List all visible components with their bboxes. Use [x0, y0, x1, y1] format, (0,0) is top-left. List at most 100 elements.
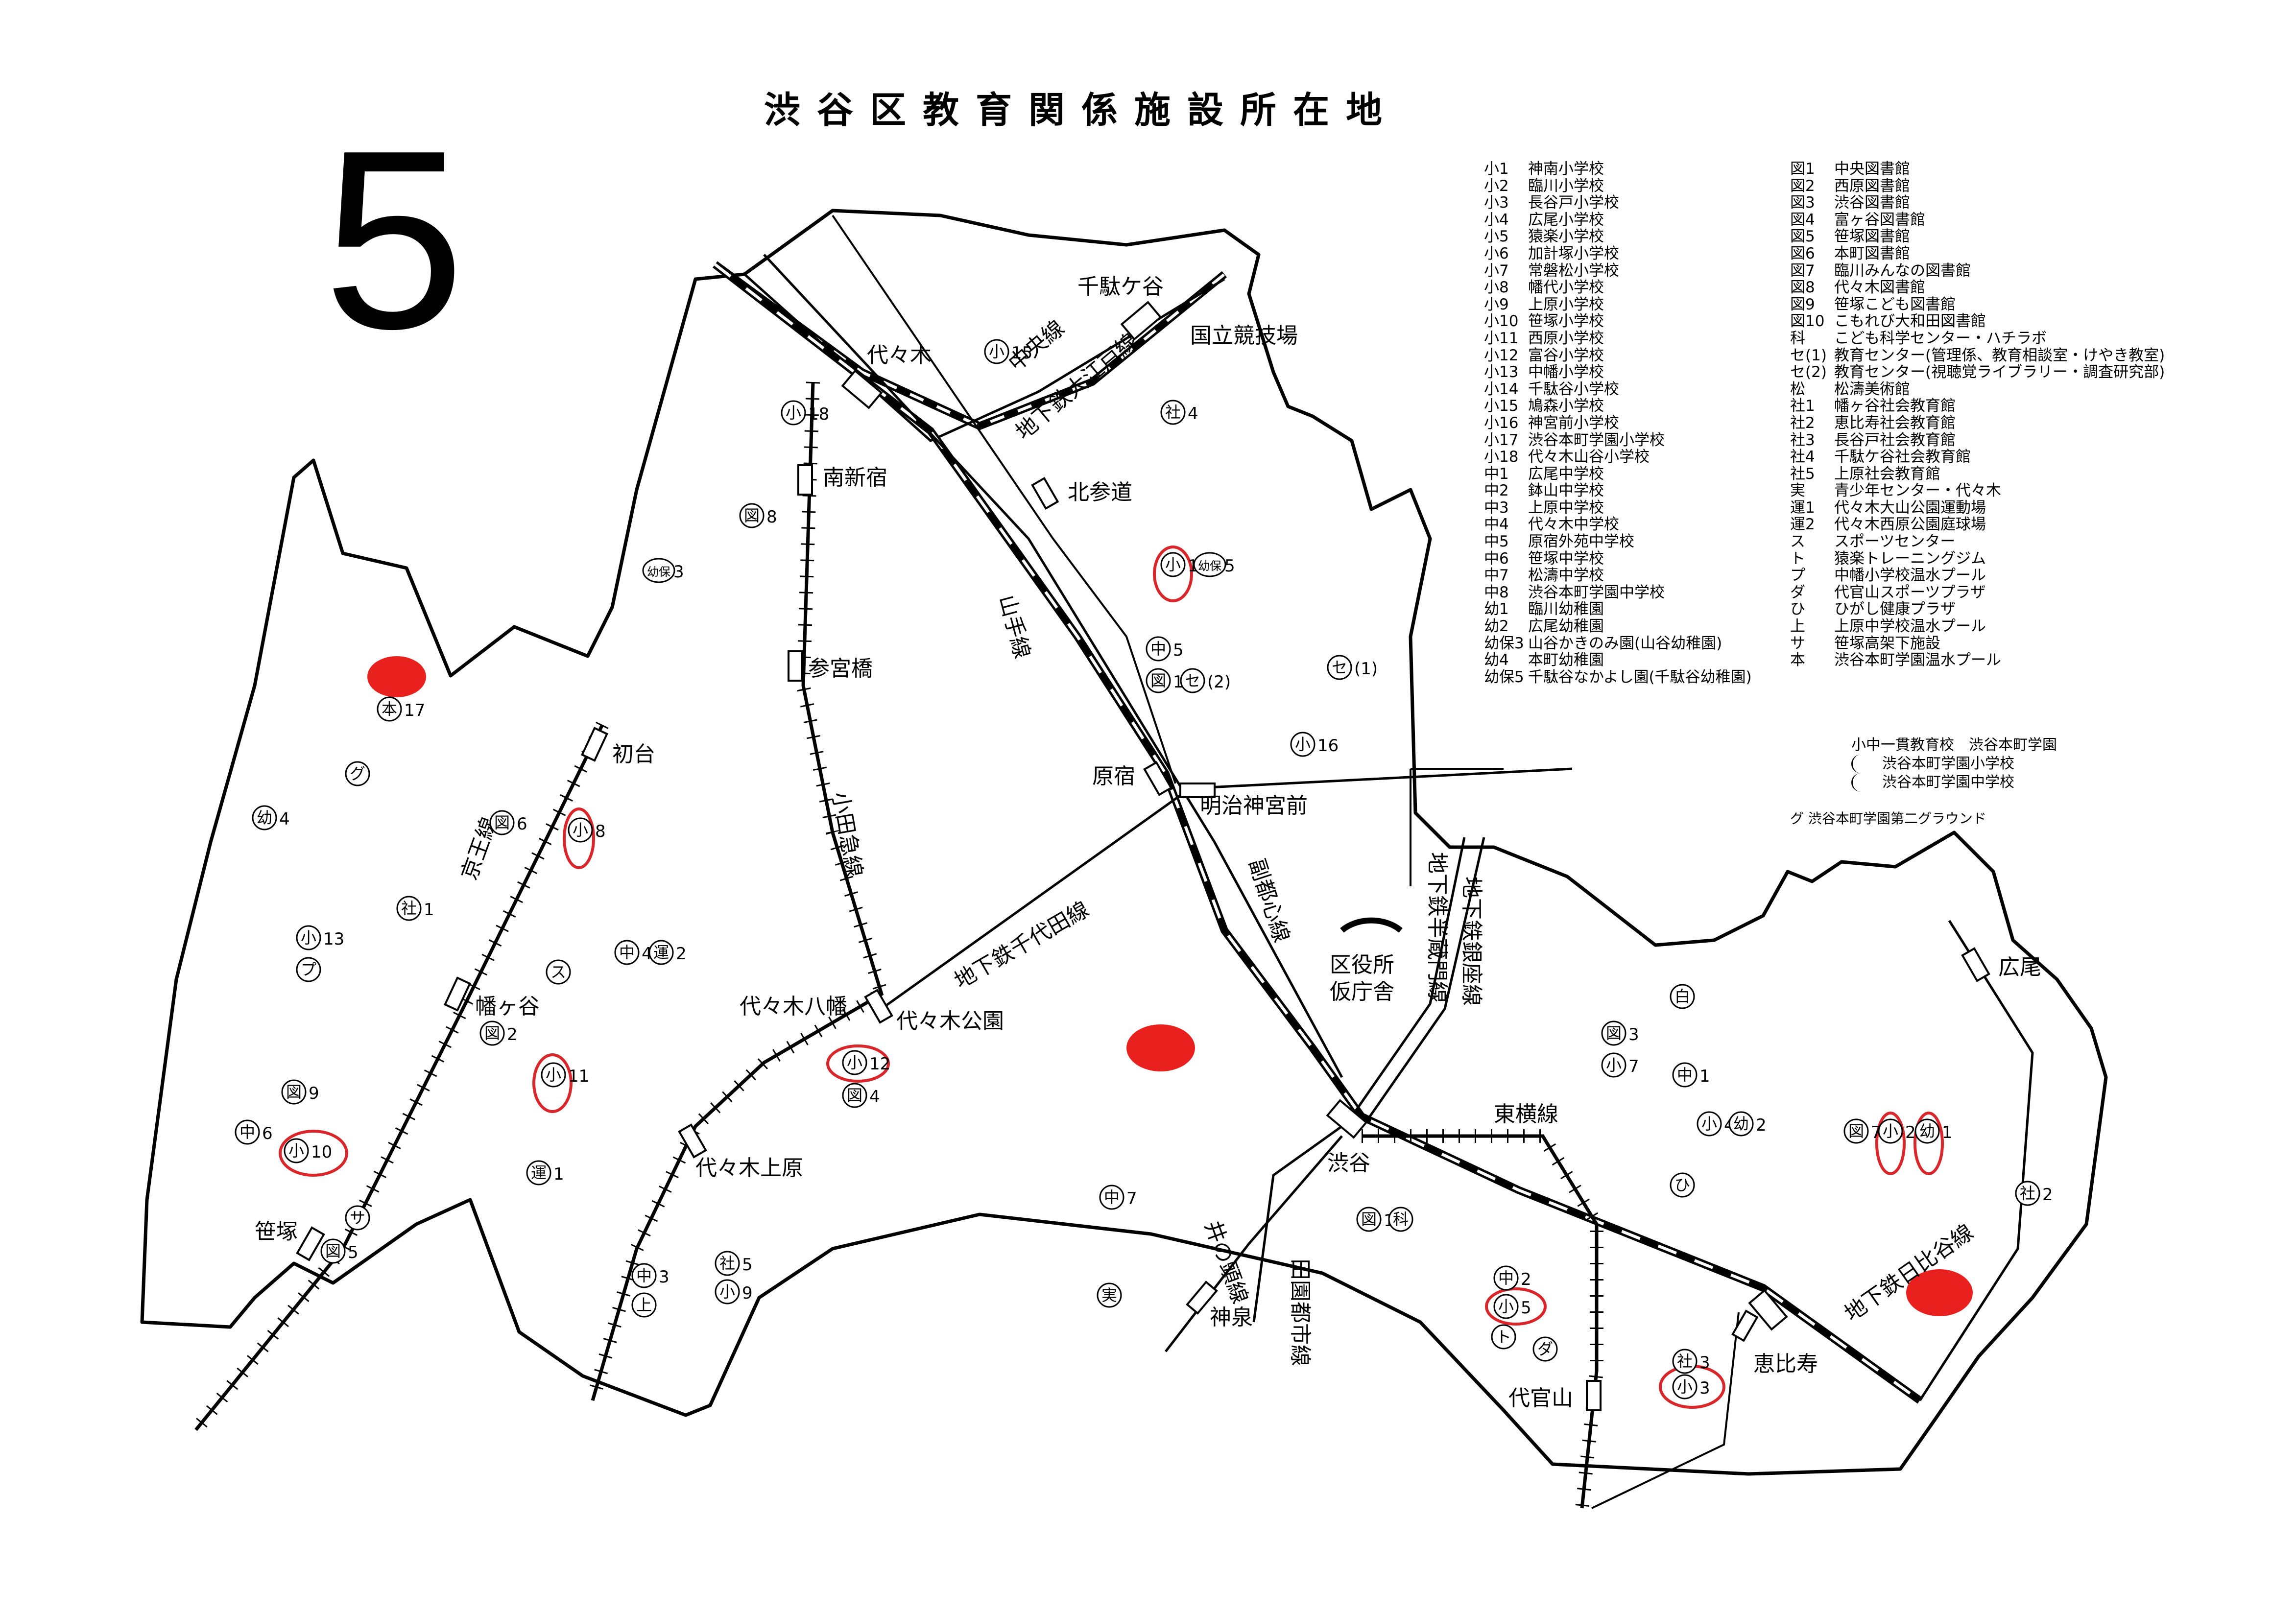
legend-name: 神宮前小学校 [1528, 414, 1619, 432]
marker-symbol: ト [1496, 1328, 1511, 1346]
legend-name: 中幡小学校 [1528, 363, 1604, 381]
marker-youth-center-icon[interactable]: 実 [1097, 1282, 1122, 1308]
legend-code: 図8 [1790, 279, 1815, 297]
marker-science-center-icon[interactable]: 科 [1388, 1207, 1413, 1232]
legend-code: 実 [1790, 482, 1805, 500]
legend-name: 臨川小学校 [1528, 177, 1604, 195]
marker-health-plaza-icon[interactable]: ひ [1670, 1172, 1695, 1198]
marker-facility-icon[interactable]: 白 [1670, 984, 1695, 1009]
legend-entry: 科こども科学センター・ハチラボ [1790, 330, 2133, 347]
line-label-fukutoshin: 副都心線 [1244, 856, 1294, 946]
legend-name: 臨川幼稚園 [1528, 600, 1604, 618]
marker-education-center-icon[interactable]: セ(1) [1327, 655, 1378, 680]
marker-symbol: セ [1332, 658, 1347, 677]
marker-number: 5 [1224, 556, 1235, 576]
marker-pool-icon[interactable]: 上 [631, 1292, 657, 1318]
legend-code: 社4 [1790, 448, 1815, 466]
marker-pool-icon[interactable]: プ [296, 957, 321, 982]
line-label-yamanote: 山手線 [994, 593, 1034, 662]
marker-symbol: 科 [1393, 1210, 1409, 1229]
marker-facility-icon[interactable]: サ [345, 1205, 370, 1231]
marker-symbol: 社 [2020, 1184, 2035, 1203]
marker-symbol: 図 [484, 1024, 500, 1043]
marker-ground-icon[interactable]: グ [345, 761, 370, 786]
marker-sports-plaza-icon[interactable]: ダ [1532, 1336, 1558, 1362]
marker-number: 16 [1317, 736, 1339, 756]
marker-number: 11 [568, 1067, 589, 1086]
marker-number: 10 [311, 1142, 332, 1162]
legend-extra: グ 渋谷本町学園第二グラウンド [1790, 808, 1986, 828]
legend-name: 千駄谷小学校 [1528, 380, 1619, 398]
marker-sports-center-icon[interactable]: ス [546, 959, 571, 985]
legend-code: 小4 [1484, 211, 1509, 229]
legend-note-line2a: 渋谷本町学園小学校 [1851, 755, 2057, 773]
station-label-yoyogiuehara: 代々木上原 [695, 1156, 803, 1181]
marker-gym-icon[interactable]: ト [1491, 1324, 1516, 1350]
marker-elementary-icon[interactable]: 小4 [1697, 1111, 1735, 1137]
marker-education-center-icon[interactable]: セ(2) [1180, 668, 1231, 693]
legend-entry: サ笹塚高架下施設 [1790, 635, 2133, 652]
legend-name: 広尾中学校 [1528, 465, 1604, 483]
marker-symbol: 中 [1677, 1066, 1693, 1084]
legend-code: 図5 [1790, 228, 1815, 246]
legend-name: 本町図書館 [1834, 244, 1910, 262]
legend-name: 教育センター(管理係、教育相談室・けやき教室) [1834, 346, 2165, 364]
station-label-yoyogihachiman: 代々木八幡 [740, 994, 847, 1019]
legend-entry: プ中幡小学校温水プール [1790, 567, 2133, 584]
marker-number: 8 [766, 507, 777, 527]
marker-number: 4 [869, 1087, 880, 1107]
legend-name: 上原中学校温水プール [1834, 617, 1986, 636]
